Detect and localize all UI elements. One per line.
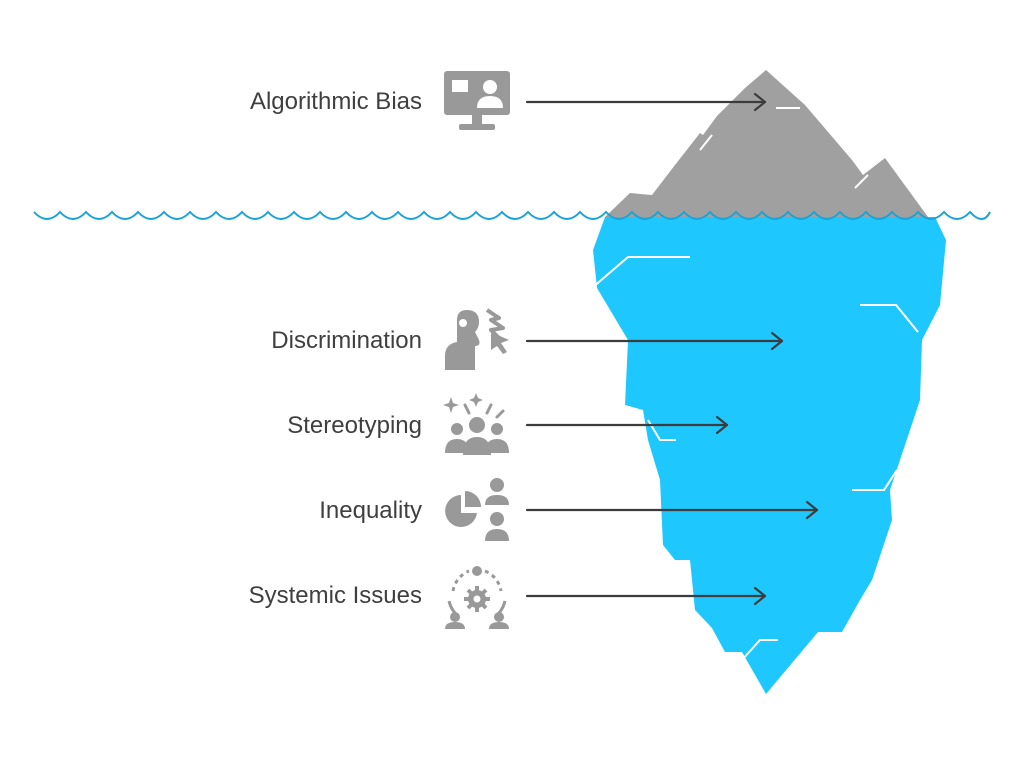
label-stereotyping: Stereotyping xyxy=(287,412,422,439)
arrow-inequality xyxy=(525,500,819,520)
waterline-waves xyxy=(33,210,991,220)
iceberg-underwater xyxy=(593,217,946,694)
monitor-person-icon xyxy=(443,70,511,134)
arrow-algorithmic-bias xyxy=(525,92,767,112)
arrow-discrimination xyxy=(525,331,784,351)
label-discrimination: Discrimination xyxy=(271,327,422,354)
gear-people-icon xyxy=(443,565,511,629)
pie-people-icon xyxy=(443,477,511,541)
label-inequality: Inequality xyxy=(319,497,422,524)
arrow-systemic-issues xyxy=(525,586,767,606)
label-systemic-issues: Systemic Issues xyxy=(248,582,422,609)
ice-highlights xyxy=(591,107,919,661)
person-cursor-icon xyxy=(443,306,511,370)
group-sparkle-icon xyxy=(443,391,511,455)
label-algorithmic-bias: Algorithmic Bias xyxy=(249,88,422,115)
arrow-group xyxy=(525,92,819,606)
arrow-stereotyping xyxy=(525,415,729,435)
iceberg-tip xyxy=(605,70,928,217)
